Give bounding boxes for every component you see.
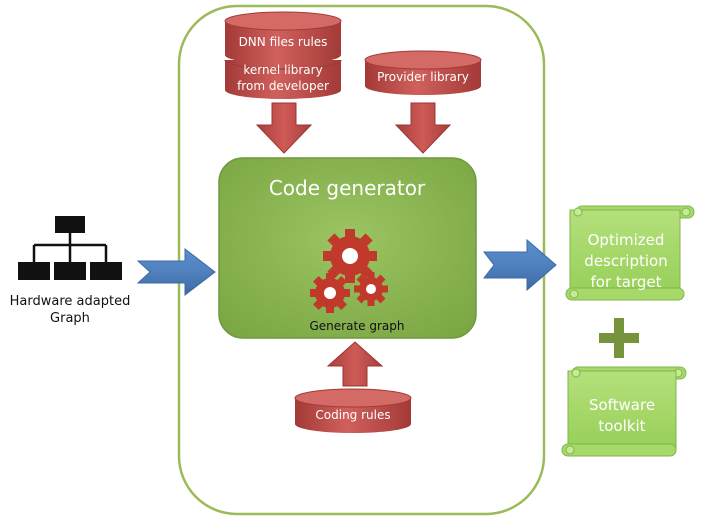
optimized-label-line2: description (584, 252, 667, 270)
software-toolkit-scroll: Software toolkit (561, 366, 687, 457)
provider-library-label: Provider library (377, 70, 469, 84)
optimized-label-line1: Optimized (588, 231, 665, 249)
provider-library-db: Provider library (364, 50, 482, 95)
input-arrow (136, 247, 216, 297)
coding-rules-arrow (326, 341, 384, 387)
optimized-description-scroll: Optimized description for target (565, 205, 695, 301)
output-arrow (482, 238, 557, 292)
kernel-library-arrow (255, 102, 313, 154)
software-label-line2: toolkit (598, 417, 645, 435)
coding-rules-label: Coding rules (315, 408, 390, 422)
input-label-line2: Graph (50, 311, 90, 326)
dnn-files-rules-label: DNN files rules (239, 35, 328, 49)
kernel-library-label-line1: kernel library (243, 63, 322, 77)
dnn-files-rules-db: DNN files rules (224, 11, 342, 64)
optimized-label-line3: for target (590, 273, 661, 291)
input-label-line1: Hardware adapted (10, 294, 131, 309)
software-label-line1: Software (589, 396, 655, 414)
kernel-library-db: kernel library from developer (224, 59, 342, 99)
provider-library-arrow (394, 102, 452, 154)
coding-rules-db: Coding rules (294, 388, 412, 433)
kernel-library-label-line2: from developer (237, 79, 329, 93)
code-generator-title: Code generator (269, 176, 426, 200)
hierarchy-icon (18, 216, 122, 280)
generate-graph-label: Generate graph (310, 319, 405, 333)
plus-icon (599, 318, 639, 358)
